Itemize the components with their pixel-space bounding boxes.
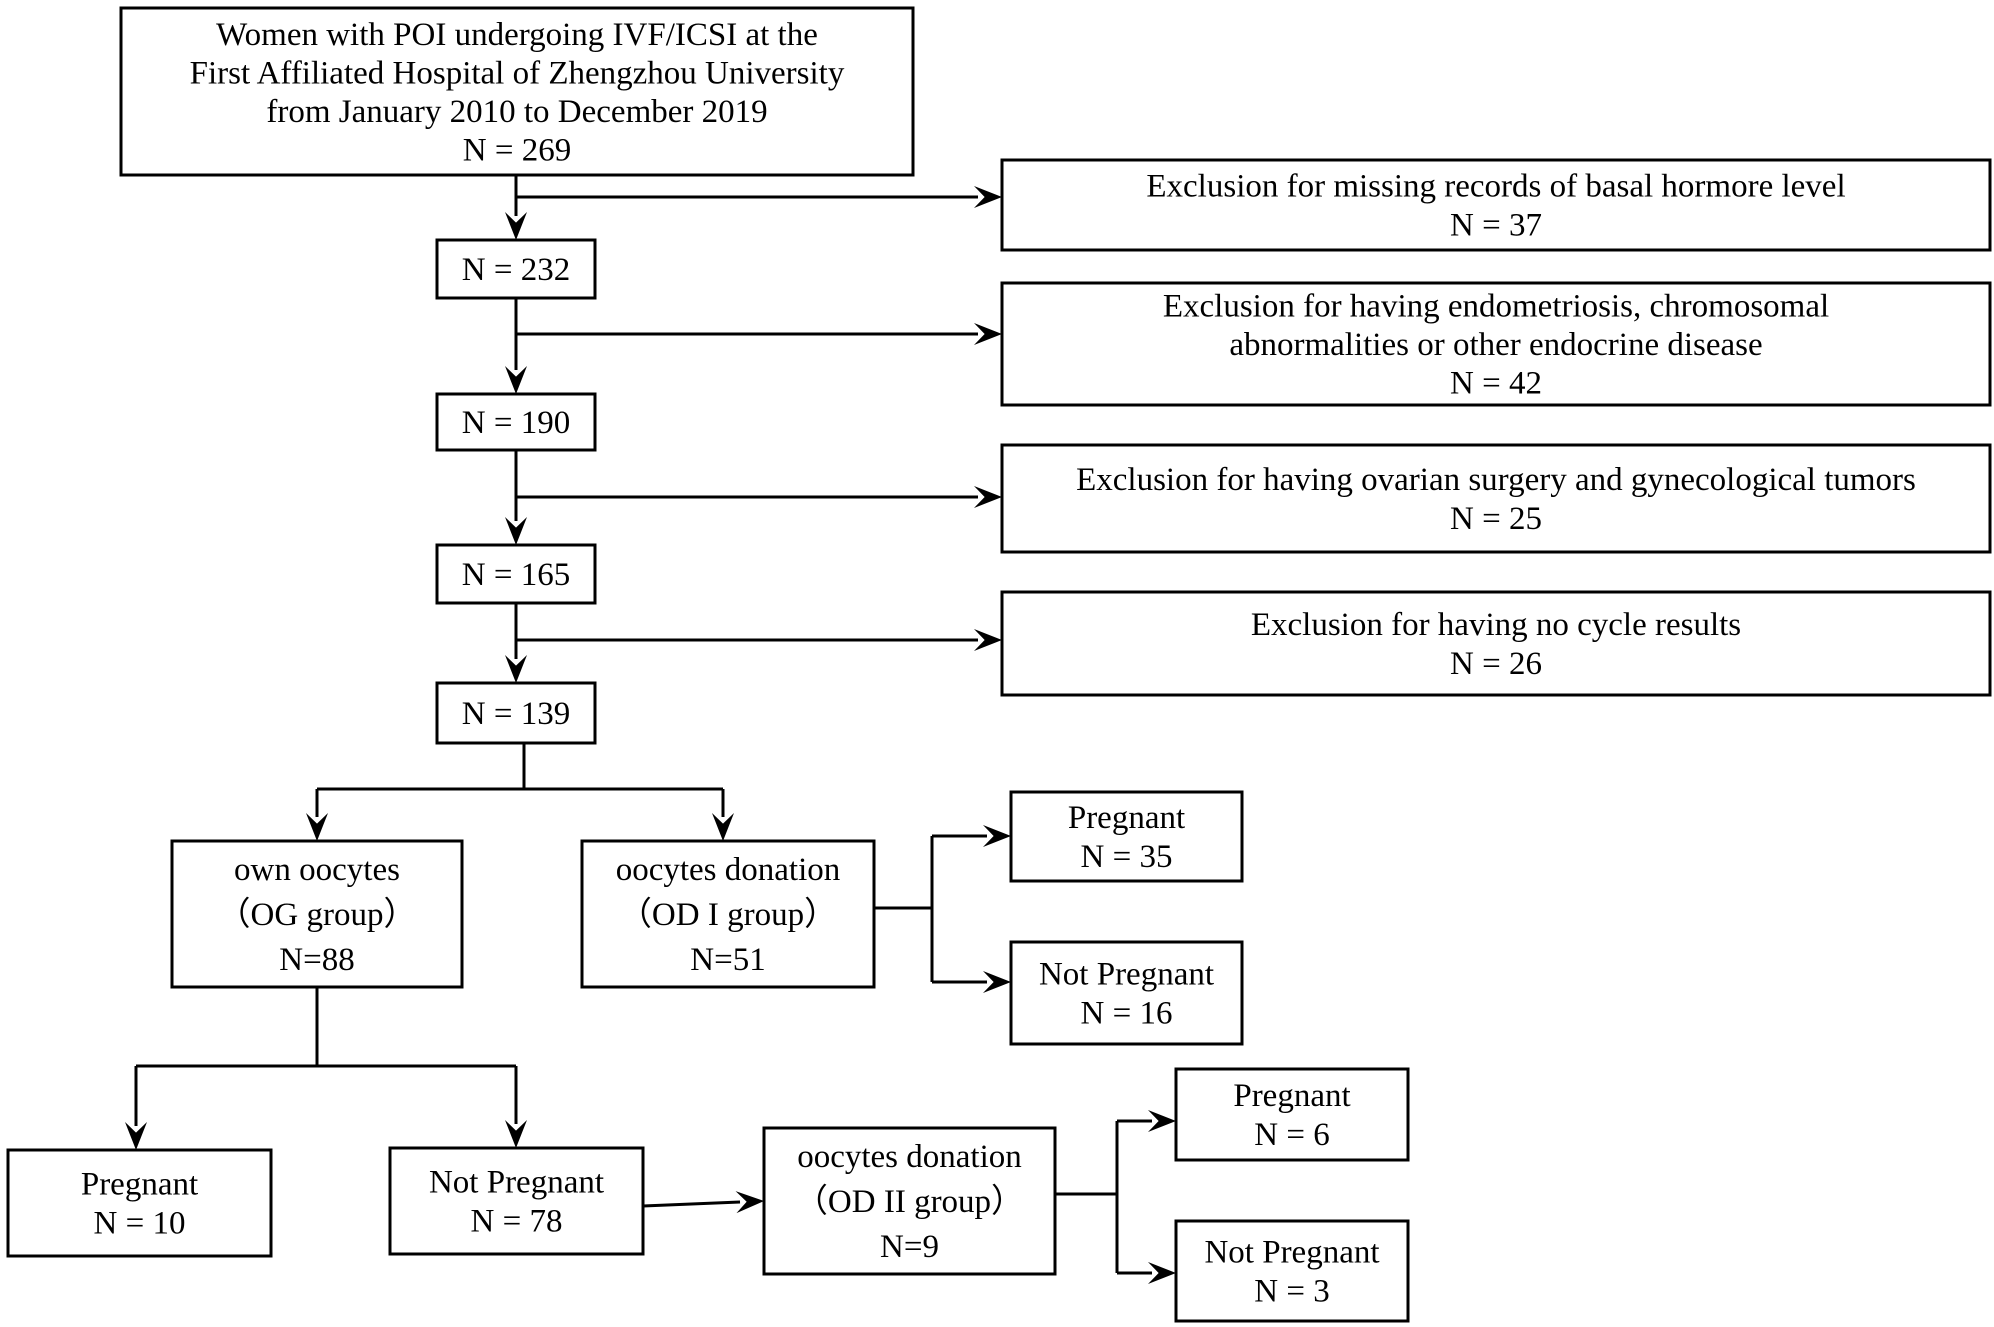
- node-box: [1000, 158, 1992, 252]
- arrow-head-icon: [1148, 1262, 1176, 1284]
- arrow-head-icon: [505, 517, 527, 545]
- node-text-line: Pregnant: [1233, 1078, 1350, 1114]
- node-box: [6, 1148, 273, 1258]
- arrow-head-icon: [505, 655, 527, 683]
- node-box: [1174, 1219, 1410, 1323]
- node-box: [762, 1126, 1057, 1276]
- node-text-line: （OD I group）: [619, 897, 837, 933]
- node-box: [388, 1146, 645, 1256]
- arrow-head-icon: [983, 825, 1011, 847]
- node-box: [1009, 790, 1244, 883]
- node-text-line: N = 26: [1450, 646, 1542, 682]
- node-text-line: N = 165: [462, 557, 570, 593]
- node-text-line: N=51: [690, 942, 765, 978]
- node-text-line: N = 78: [471, 1204, 563, 1240]
- node-box: [580, 839, 876, 989]
- arrow-head-icon: [1148, 1110, 1176, 1132]
- node-text-line: N = 37: [1450, 208, 1542, 244]
- node-text-line: N = 6: [1254, 1117, 1329, 1153]
- node-text-line: Women with POI undergoing IVF/ICSI at th…: [216, 17, 818, 53]
- node-box: [1009, 940, 1244, 1046]
- node-text-line: N = 139: [462, 696, 570, 732]
- node-n139: N = 139: [435, 681, 597, 745]
- arrow-head-icon: [505, 1120, 527, 1148]
- node-box: [435, 238, 597, 300]
- node-text-line: Exclusion for having no cycle results: [1251, 607, 1741, 643]
- nodes: Women with POI undergoing IVF/ICSI at th…: [6, 6, 1992, 1323]
- connector-line: [642, 1200, 741, 1208]
- node-excl3: Exclusion for having ovarian surgery and…: [1000, 443, 1992, 554]
- node-text-line: N=88: [279, 942, 354, 978]
- node-box: [435, 392, 597, 452]
- node-text-line: Not Pregnant: [1204, 1235, 1379, 1271]
- node-text-line: Exclusion for having endometriosis, chro…: [1163, 289, 1829, 325]
- node-box: [1000, 281, 1992, 407]
- node-box: [1000, 443, 1992, 554]
- arrow-head-icon: [505, 212, 527, 240]
- arrow-head-icon: [974, 486, 1002, 508]
- connectors: [125, 175, 1176, 1284]
- node-text-line: N = 16: [1081, 996, 1173, 1032]
- node-od2: oocytes donation （OD II group） N=9: [762, 1126, 1057, 1276]
- arrow-head-icon: [125, 1122, 147, 1150]
- node-text-line: N = 10: [94, 1206, 186, 1242]
- arrow-head-icon: [983, 971, 1011, 993]
- node-text-line: N = 269: [463, 132, 571, 168]
- node-text-line: Exclusion for missing records of basal h…: [1146, 169, 1845, 205]
- node-text-line: own oocytes: [234, 852, 400, 888]
- node-box: [170, 839, 464, 989]
- node-text-line: Pregnant: [1068, 800, 1185, 836]
- arrow-head-icon: [306, 813, 328, 841]
- arrow-head-icon: [505, 366, 527, 394]
- node-text-line: Not Pregnant: [429, 1165, 604, 1201]
- node-text-line: from January 2010 to December 2019: [266, 94, 767, 130]
- node-n232: N = 232: [435, 238, 597, 300]
- node-start: Women with POI undergoing IVF/ICSI at th…: [119, 6, 915, 177]
- node-od1: oocytes donation （OD I group） N=51: [580, 839, 876, 989]
- node-excl2: Exclusion for having endometriosis, chro…: [1000, 281, 1992, 407]
- node-text-line: Exclusion for having ovarian surgery and…: [1076, 462, 1916, 498]
- node-box: [1174, 1067, 1410, 1162]
- node-text-line: N = 35: [1081, 839, 1173, 875]
- node-text-line: oocytes donation: [616, 852, 841, 888]
- node-excl1: Exclusion for missing records of basal h…: [1000, 158, 1992, 252]
- arrow-head-icon: [974, 629, 1002, 651]
- node-n190: N = 190: [435, 392, 597, 452]
- node-text-line: （OD II group）: [795, 1184, 1024, 1220]
- arrow-head-icon: [974, 186, 1002, 208]
- arrow-head-icon: [974, 323, 1002, 345]
- node-text-line: N = 232: [462, 252, 570, 288]
- node-box: [435, 681, 597, 745]
- node-box: [119, 6, 915, 177]
- node-og: own oocytes （OG group） N=88: [170, 839, 464, 989]
- node-text-line: （OG group）: [218, 897, 417, 933]
- node-text-line: N = 42: [1450, 366, 1542, 402]
- node-text-line: N = 25: [1450, 501, 1542, 537]
- node-text-line: abnormalities or other endocrine disease: [1229, 327, 1762, 363]
- node-text-line: N = 190: [462, 405, 570, 441]
- node-text-line: Not Pregnant: [1039, 957, 1214, 993]
- node-n165: N = 165: [435, 543, 597, 605]
- node-box: [435, 543, 597, 605]
- node-text-line: N = 3: [1254, 1274, 1329, 1310]
- node-box: [1000, 590, 1992, 697]
- node-text-line: First Affiliated Hospital of Zhengzhou U…: [190, 55, 845, 91]
- node-text-line: Pregnant: [81, 1167, 198, 1203]
- node-text-line: N=9: [880, 1229, 939, 1265]
- arrow-head-icon: [712, 813, 734, 841]
- arrow-head-icon: [735, 1191, 764, 1214]
- node-text-line: oocytes donation: [797, 1139, 1022, 1175]
